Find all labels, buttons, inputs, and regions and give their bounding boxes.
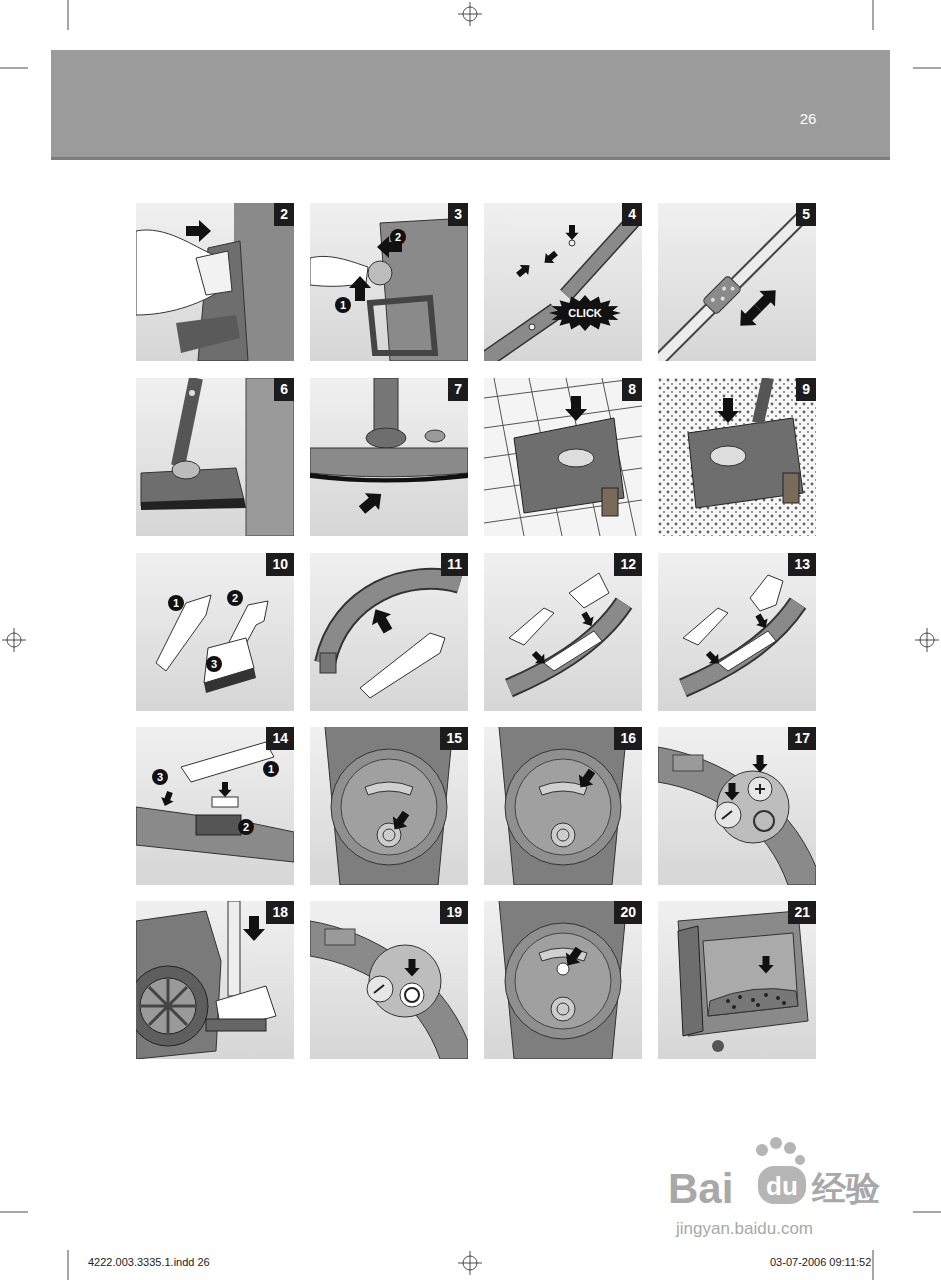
step-panel: 14 <box>136 727 294 885</box>
step-number: 10 <box>266 553 294 576</box>
step-panel: 8 <box>484 378 642 536</box>
step-number: 18 <box>266 901 294 924</box>
callout-number: 1 <box>340 299 346 311</box>
step-panel: 9 <box>658 378 816 536</box>
callout-number: 1 <box>268 763 274 775</box>
click-label: CLICK <box>568 307 602 319</box>
step-panel: 2 <box>136 203 294 361</box>
step-panel: 13 <box>658 553 816 711</box>
callout-number: 3 <box>211 658 217 670</box>
step-number: 12 <box>614 553 642 576</box>
step-panel: 12 <box>484 553 642 711</box>
step-panel: 6 <box>136 378 294 536</box>
step-number: 17 <box>788 727 816 750</box>
callout-number: 1 <box>173 597 179 609</box>
step-panel: 15 <box>310 727 468 885</box>
step-panel: 4 <box>484 203 642 361</box>
step-number: 19 <box>440 901 468 924</box>
step-panel: 20 <box>484 901 642 1059</box>
step-panel: 17 <box>658 727 816 885</box>
watermark-url: jingyan.baidu.com <box>676 1220 813 1239</box>
step-panel: 7 <box>310 378 468 536</box>
step-panel: 3 <box>310 203 468 361</box>
step-number: 16 <box>614 727 642 750</box>
step-number: 4 <box>622 203 642 226</box>
step-number: 7 <box>448 378 468 401</box>
step-number: 9 <box>796 378 816 401</box>
step-number: 2 <box>274 203 294 226</box>
callout-number: 2 <box>232 592 238 604</box>
step-number: 5 <box>796 203 816 226</box>
step-panel: 21 <box>658 901 816 1059</box>
step-number: 8 <box>622 378 642 401</box>
step-number: 21 <box>788 901 816 924</box>
step-panel: 18 <box>136 901 294 1059</box>
file-footer: 4222.003.3335.1.indd 26 <box>88 1256 210 1268</box>
step-number: 15 <box>440 727 468 750</box>
step-number: 11 <box>441 553 468 576</box>
date-footer: 03-07-2006 09:11:52 <box>770 1256 871 1268</box>
callout-number: 2 <box>395 231 401 243</box>
step-panel: 11 <box>310 553 468 711</box>
step-number: 13 <box>788 553 816 576</box>
callout-number: 3 <box>157 771 163 783</box>
step-panel: 5 <box>658 203 816 361</box>
callout-number: 2 <box>243 821 249 833</box>
step-number: 3 <box>448 203 468 226</box>
step-number: 20 <box>614 901 642 924</box>
watermark: du <box>766 1172 798 1201</box>
step-panel: 10 <box>136 553 294 711</box>
step-number: 14 <box>266 727 294 750</box>
step-panel: 16 <box>484 727 642 885</box>
step-number: 6 <box>274 378 294 401</box>
page-number: 26 <box>800 111 817 128</box>
step-panel: 19 <box>310 901 468 1059</box>
watermark: 经验 <box>812 1170 880 1207</box>
watermark: Bai <box>668 1166 733 1212</box>
